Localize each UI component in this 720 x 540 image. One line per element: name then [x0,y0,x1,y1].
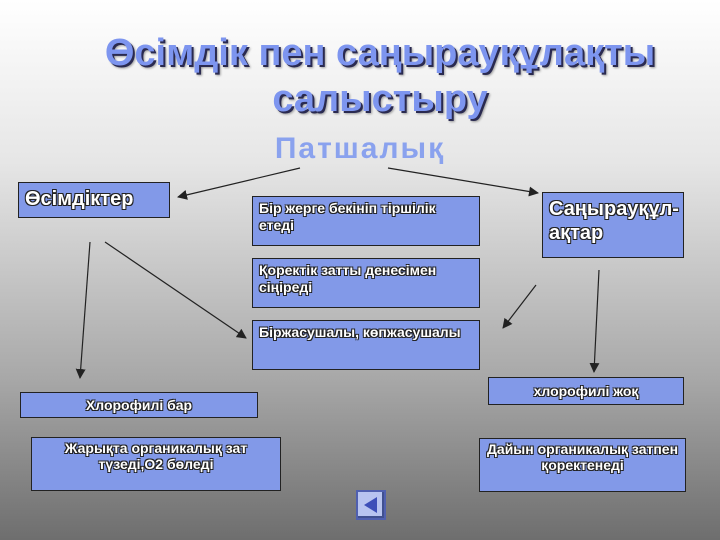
arrow-kingdom-to-plants [177,167,301,200]
kingdom-label: Патшалық [274,132,446,165]
arrow-kingdom-to-fungi [387,167,539,197]
plants-box: Өсімдіктер [18,182,170,218]
fungi-chlorophyll-box: хлорофилі жоқ [488,377,684,405]
arrow-fungi-to-no-chlorophyll [589,269,600,373]
trait-attached-box: Бір жерге бекініп тіршілік етеді [252,196,480,246]
fungi-box: Саңырауқұл-ақтар [542,192,684,258]
plants-photosynthesis-box: Жарықта органикалық зат түзеді,О2 бөледі [31,437,281,491]
arrow-plants-to-cells [104,241,247,339]
arrow-plants-to-chlorophyll [75,241,91,379]
trait-absorbs-box: Қоректік затты денесімен сіңіреді [252,258,480,308]
back-arrow-icon [364,497,377,513]
back-button[interactable] [356,490,386,520]
plants-chlorophyll-box: Хлорофилі бар [20,392,258,418]
trait-cells-box: Біржасушалы, көпжасушалы [252,320,480,370]
arrow-fungi-to-cells [502,284,537,329]
slide-title: Өсімдік пен саңырауқұлақты салыстыру [104,32,656,120]
fungi-feeding-box: Дайын органикалық затпен қоректенеді [479,438,686,492]
